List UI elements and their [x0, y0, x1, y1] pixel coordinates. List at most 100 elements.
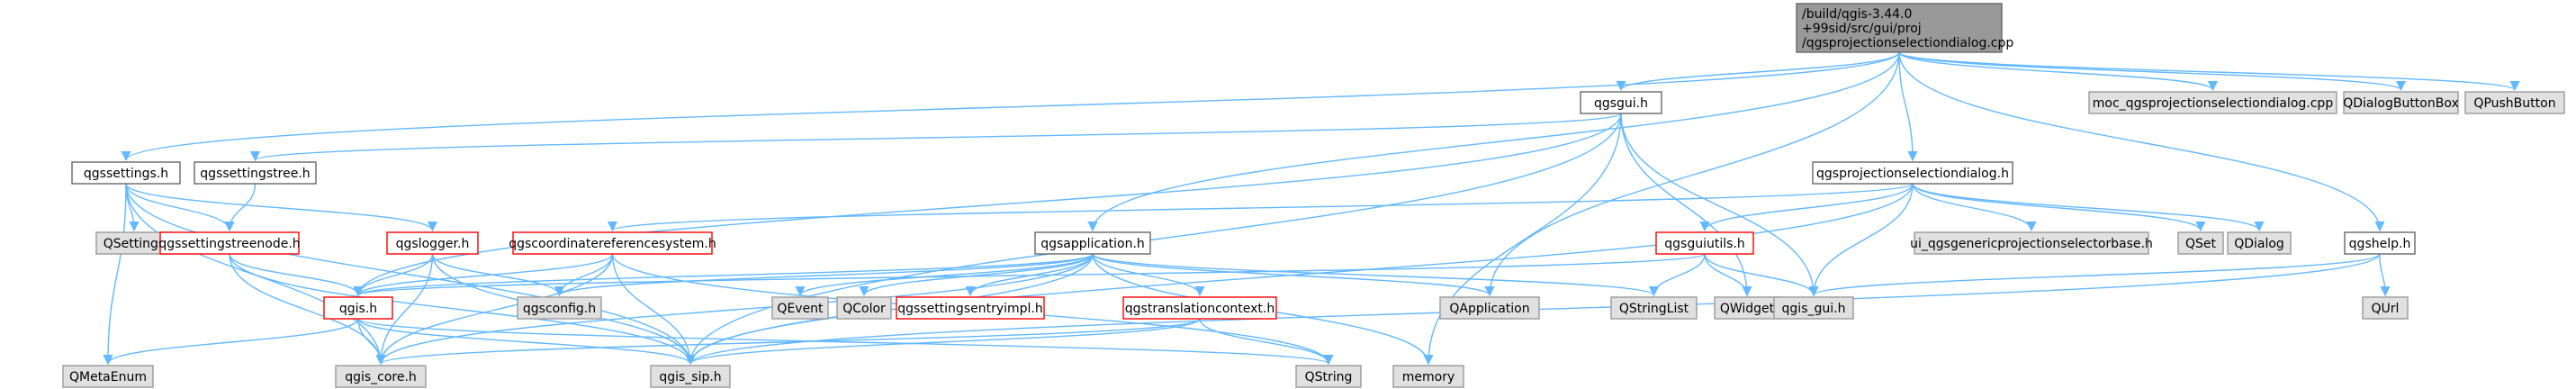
edge-qgsprojsel_h-to-qgis_gui [1808, 183, 1914, 297]
node-label: qgssettingsentryimpl.h [897, 302, 1043, 316]
node-label: qgshelp.h [2349, 237, 2411, 251]
node-qset: QSet [2177, 231, 2224, 255]
node-label: QMetaEnum [69, 370, 147, 384]
node-label: QWidget [1720, 302, 1775, 316]
edge-qgis_h-to-qgis_sip [357, 318, 696, 366]
node-label: QDialog [2234, 237, 2284, 251]
node-box [2344, 231, 2416, 255]
node-box [1122, 296, 1277, 320]
edge-qgsapplication-to-qgsconfig [554, 253, 1094, 297]
edge-qgsprojsel_h-to-qset [1912, 183, 2206, 232]
node-qgsprojsel-h[interactable]: qgsprojectionselectiondialog.h [1812, 161, 2013, 185]
node-qstring: QString [1295, 365, 1362, 388]
edge-qgssettingstree-to-qgssettingstreenode [224, 183, 257, 232]
edge-qgsguiutils-to-qstringlist [1648, 253, 1706, 297]
node-label: qgsconfig.h [523, 302, 596, 316]
node-qgssettingstreenode[interactable]: qgssettingstreenode.h [158, 231, 301, 255]
node-label: ui_qgsgenericprojectionselectorbase.h [1910, 237, 2153, 251]
node-box [1392, 365, 1464, 388]
node-label: +99sid/src/gui/proj [1802, 22, 1922, 36]
node-memory: memory [1392, 365, 1464, 388]
node-qpushbutton: QPushButton [2464, 91, 2565, 114]
node-qcolor: QColor [836, 296, 892, 320]
node-label: qgstranslationcontext.h [1125, 302, 1274, 316]
edge-qgstranslationcontext-to-qgis_core [375, 318, 1201, 366]
edge-qgscrs-to-qgis_sip [611, 253, 696, 366]
node-label: qgssettingstreenode.h [158, 237, 300, 251]
node-label: QUrl [2372, 302, 2400, 316]
node-label: QSet [2185, 237, 2217, 251]
node-box [62, 365, 154, 388]
edge-root-to-qgssettings_h [121, 51, 1900, 162]
node-box [95, 231, 173, 255]
node-box [159, 231, 300, 255]
node-qgis-h[interactable]: qgis.h [323, 296, 393, 320]
node-qgssettingstree[interactable]: qgssettingstree.h [194, 161, 317, 185]
node-qgsapplication[interactable]: qgsapplication.h [1034, 231, 1151, 255]
edge-qgsgui_h-to-qwidget [1620, 113, 1752, 297]
node-box [1295, 365, 1362, 388]
node-qgssettingsentryimpl[interactable]: qgssettingsentryimpl.h [896, 296, 1045, 320]
node-qdialogbuttonbox: QDialogButtonBox [2343, 91, 2459, 114]
node-box [771, 296, 829, 320]
node-box [2227, 231, 2292, 255]
edge-qgscrs-to-qgis_core [375, 253, 614, 366]
edge-qgis_h-to-qmetaenum [103, 318, 359, 366]
node-qgshelp[interactable]: qgshelp.h [2344, 231, 2416, 255]
node-qgsguiutils[interactable]: qgsguiutils.h [1655, 231, 1754, 255]
node-box [1812, 161, 2013, 185]
edge-root-to-qapplication [1484, 51, 1900, 297]
edge-qgssettings_h-to-qmetaenum [103, 183, 127, 366]
edge-qgsprojsel_h-to-qgsguiutils [1699, 183, 1914, 232]
edge-qgsprojsel_h-to-qdialog [1912, 183, 2265, 232]
edge-root-to-qgsprojsel_h [1898, 51, 1918, 162]
edge-qgsapplication-to-qgstranslationcontext [1092, 253, 1205, 297]
edge-qgslogger-to-qgis_core [375, 253, 434, 366]
node-qurl: QUrl [2362, 296, 2409, 320]
node-qdialog: QDialog [2227, 231, 2292, 255]
node-label: qgis_sip.h [659, 370, 721, 384]
node-qgslogger[interactable]: qgslogger.h [386, 231, 479, 255]
node-box [1655, 231, 1754, 255]
edge-qgsgui_h-to-qgis_gui [1620, 113, 1819, 297]
edge-qgsapplication-to-qapplication [1092, 253, 1495, 297]
edges-layer [103, 51, 2520, 366]
node-qgssettings-h[interactable]: qgssettings.h [71, 161, 181, 185]
node-label: qgssettingstree.h [200, 167, 310, 181]
node-qgsgui-h[interactable]: qgsgui.h [1580, 91, 1662, 114]
node-label: QPushButton [2473, 96, 2555, 111]
node-root[interactable]: /build/qgis-3.44.0+99sid/src/gui/proj/qg… [1796, 3, 2013, 53]
node-box [896, 296, 1045, 320]
node-qgstranslationcontext[interactable]: qgstranslationcontext.h [1122, 296, 1277, 320]
edge-qgsgui_h-to-qgis_h [353, 113, 1622, 297]
node-box [836, 296, 892, 320]
node-box [2464, 91, 2565, 114]
node-box [1914, 231, 2149, 255]
edge-qgshelp-to-qurl [2379, 253, 2391, 297]
edge-qgsguiutils-to-qgis_gui [1704, 253, 1819, 297]
node-label: qgis.h [339, 302, 377, 316]
edge-qgsguiutils-to-qgis_h [354, 253, 1706, 297]
node-box [2177, 231, 2224, 255]
node-label: memory [1402, 370, 1455, 384]
edge-qgsguiutils-to-qwidget [1704, 253, 1752, 297]
node-label: qgssettings.h [84, 167, 168, 181]
node-label: qgsgui.h [1594, 96, 1648, 111]
node-box [386, 231, 479, 255]
node-box [1439, 296, 1540, 320]
node-label: QDialogButtonBox [2343, 96, 2459, 111]
node-label: QStringList [1619, 302, 1689, 316]
node-label: /qgsprojectionselectiondialog.cpp [1802, 36, 2013, 50]
edge-qgsgui_h-to-memory [1423, 113, 1622, 366]
node-box [1580, 91, 1662, 114]
node-qgsconfig: qgsconfig.h [517, 296, 602, 320]
edge-qgssettings_h-to-qgslogger [125, 183, 437, 232]
edge-qgsapplication-to-qevent [795, 253, 1094, 297]
node-label: QString [1305, 370, 1353, 384]
node-box [1773, 296, 1854, 320]
node-qgscrs[interactable]: qgscoordinatereferencesystem.h [509, 231, 716, 255]
edge-root-to-qdialogbuttonbox [1898, 51, 2406, 92]
node-box [2343, 91, 2459, 114]
node-label: qgsprojectionselectiondialog.h [1816, 167, 2009, 181]
